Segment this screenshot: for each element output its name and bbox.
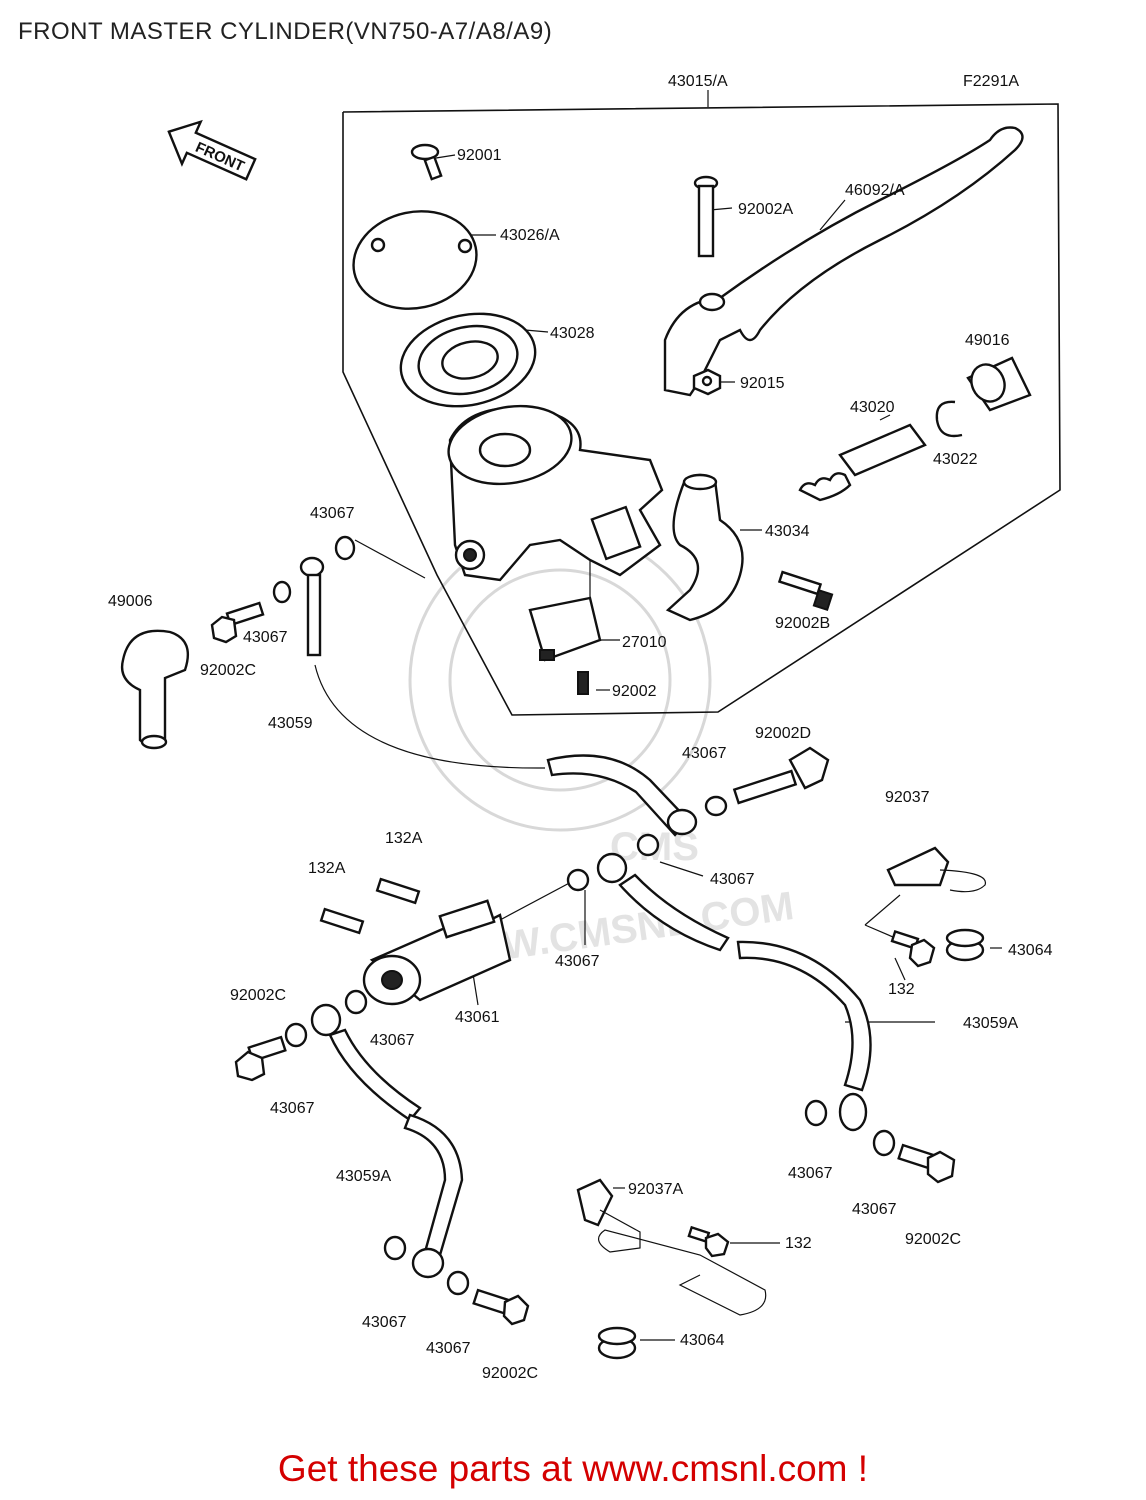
label-92037A: 92037A xyxy=(628,1181,683,1198)
label-92002A: 92002A xyxy=(738,201,793,218)
joint-43061-part xyxy=(362,899,512,1006)
leader-lines xyxy=(314,154,1002,1341)
boot-49016-part xyxy=(966,356,1032,412)
reservoir-cap-part xyxy=(352,210,478,310)
parts-diagram: CMS WWW.CMSNL.COM FRONT xyxy=(108,73,1061,1382)
label-92002C-bottom: 92002C xyxy=(482,1365,538,1382)
page-title: FRONT MASTER CYLINDER(VN750-A7/A8/A9) xyxy=(18,18,553,45)
label-92002C-upper: 92002C xyxy=(200,662,256,679)
label-92002B: 92002B xyxy=(775,615,830,632)
label-49016: 49016 xyxy=(965,332,1010,349)
label-132A-lower: 132A xyxy=(308,860,346,877)
washers-middle-part xyxy=(284,795,896,1296)
label-27010: 27010 xyxy=(622,634,667,651)
clamp-92037-part xyxy=(886,846,986,893)
label-F2291A: F2291A xyxy=(963,73,1019,90)
bolt-92002C-part xyxy=(210,601,265,644)
label-92015: 92015 xyxy=(740,375,785,392)
label-132-lower: 132 xyxy=(785,1235,812,1252)
label-43064-lower: 43064 xyxy=(680,1332,725,1349)
master-cylinder-body-part xyxy=(447,404,664,582)
brake-switch-part xyxy=(528,596,602,662)
pivot-bolt-part xyxy=(693,175,719,258)
bolt-92002D-part xyxy=(732,746,830,805)
banjo-fitting-part xyxy=(272,556,325,657)
label-43067-lower-right-b: 43067 xyxy=(852,1201,897,1218)
assembly-outline xyxy=(342,90,1061,716)
label-43026-A: 43026/A xyxy=(500,227,560,244)
bolt-92002C-bottom-part xyxy=(472,1288,530,1326)
washer-43067-part xyxy=(334,535,356,561)
grommets-43064-part xyxy=(597,928,985,1360)
label-92001: 92001 xyxy=(457,147,502,164)
label-92037: 92037 xyxy=(885,789,930,806)
label-43028: 43028 xyxy=(550,325,595,342)
clamp-92037A-part xyxy=(576,1178,767,1316)
label-43067-mid: 43067 xyxy=(555,953,600,970)
label-132-upper: 132 xyxy=(888,981,915,998)
label-43061: 43061 xyxy=(455,1009,500,1026)
brake-lever-part xyxy=(663,126,1024,397)
label-92002: 92002 xyxy=(612,683,657,700)
label-132A-upper: 132A xyxy=(385,830,423,847)
bolts-132A-part xyxy=(319,877,421,935)
label-92002C-right: 92002C xyxy=(905,1231,961,1248)
label-43067-hose: 43067 xyxy=(682,745,727,762)
part-labels: 43015/A F2291A 92001 43026/A 43028 92002… xyxy=(108,73,1053,1382)
bolt-92002C-left-part xyxy=(234,1035,287,1082)
piston-part xyxy=(798,423,927,502)
label-43064-upper: 43064 xyxy=(1008,942,1053,959)
footer-link[interactable]: Get these parts at www.cmsnl.com ! xyxy=(277,1448,869,1489)
label-43022: 43022 xyxy=(933,451,978,468)
label-92002D: 92002D xyxy=(755,725,811,742)
label-43059A-left: 43059A xyxy=(336,1168,391,1185)
label-92002C-left: 92002C xyxy=(230,987,286,1004)
label-46092-A: 46092/A xyxy=(845,182,905,199)
label-43067-lower-right-a: 43067 xyxy=(788,1165,833,1182)
label-43067-bottom-a: 43067 xyxy=(362,1314,407,1331)
label-43015-A: 43015/A xyxy=(668,73,728,90)
label-43067-bottom-b: 43067 xyxy=(426,1340,471,1357)
label-43059A-right: 43059A xyxy=(963,1015,1018,1032)
label-43059: 43059 xyxy=(268,715,313,732)
cap-49006-part xyxy=(120,629,190,750)
hose-43059A-left-part xyxy=(310,1003,464,1279)
label-43067-left: 43067 xyxy=(243,629,288,646)
label-43020: 43020 xyxy=(850,399,895,416)
hose-43059A-right-part xyxy=(596,852,872,1132)
label-49006: 49006 xyxy=(108,593,153,610)
circlip-part xyxy=(935,400,963,438)
holder-43034-part xyxy=(665,473,744,622)
label-43034: 43034 xyxy=(765,523,810,540)
label-43067-lower-left: 43067 xyxy=(270,1100,315,1117)
screw-92001-part xyxy=(410,143,443,181)
nut-92015-part xyxy=(692,368,722,396)
label-43067-body: 43067 xyxy=(310,505,355,522)
diaphragm-part xyxy=(399,312,537,408)
front-arrow-icon: FRONT xyxy=(167,119,257,181)
bolt-92002C-right-part xyxy=(897,1143,956,1184)
label-43067-mid-right: 43067 xyxy=(710,871,755,888)
label-43067-joint: 43067 xyxy=(370,1032,415,1049)
bolt-92002B-part xyxy=(777,570,834,612)
brake-hose-part xyxy=(546,754,698,837)
screw-92002-part xyxy=(577,671,589,695)
bolt-132-right-part xyxy=(890,930,936,968)
